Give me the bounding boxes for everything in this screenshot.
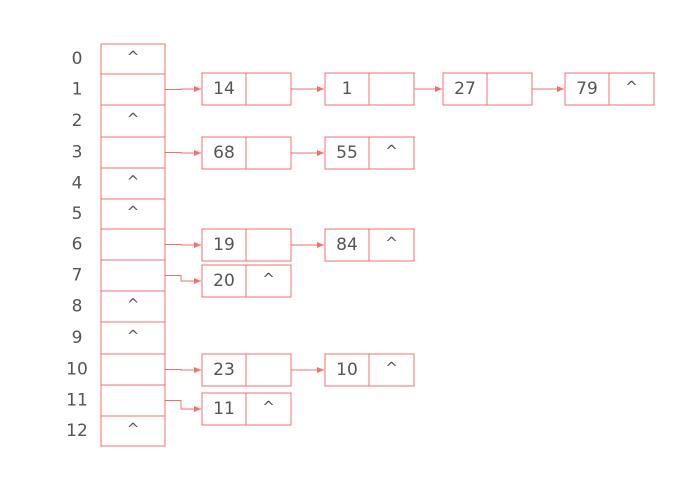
null-pointer-mark: ^ [127,173,140,191]
bucket-index-label: 6 [72,235,83,255]
bucket-pointer-arrow [165,400,201,412]
bucket-index-label: 9 [72,328,83,348]
bucket-cell [100,73,166,106]
null-pointer-mark: ^ [385,142,398,160]
chain-node [201,392,292,426]
bucket-cell [100,104,166,138]
bucket-pointer-arrow [165,150,201,156]
chain-node-value: 1 [342,79,353,99]
chain-node-value: 23 [213,360,235,380]
bucket-cell [100,384,166,417]
null-pointer-mark: ^ [127,420,140,438]
bucket-cell [100,290,166,323]
chain-node-value: 27 [454,79,476,99]
chain-node-value: 19 [213,235,235,255]
bucket-index-label: 7 [72,266,83,286]
chain-node-value: 84 [336,235,358,255]
bucket-index-label: 8 [72,297,83,317]
bucket-index-label: 3 [72,143,83,163]
chain-node-value: 68 [213,143,235,163]
chain-node [564,72,655,106]
bucket-cell [100,228,166,261]
bucket-index-label: 2 [72,111,83,131]
chain-node [442,72,533,106]
null-pointer-mark: ^ [262,398,275,416]
chain-node-value: 11 [213,399,235,419]
chain-node-value: 79 [576,79,598,99]
chain-node [324,353,415,387]
bucket-cell [100,353,166,386]
bucket-index-label: 12 [66,421,88,441]
null-pointer-mark: ^ [127,327,140,345]
bucket-index-label: 1 [72,80,83,100]
bucket-cell [100,259,166,292]
chain-node-value: 14 [213,79,235,99]
null-pointer-mark: ^ [127,203,140,221]
chain-node [324,136,415,170]
bucket-pointer-arrow [165,86,201,92]
null-pointer-mark: ^ [625,78,638,96]
bucket-pointer-arrow [165,367,201,373]
bucket-cell [100,415,166,447]
chain-node [201,228,292,262]
bucket-cell [100,198,166,230]
null-pointer-mark: ^ [385,234,398,252]
bucket-pointer-arrow [165,275,201,284]
chain-node [201,264,292,298]
null-pointer-mark: ^ [262,270,275,288]
null-pointer-mark: ^ [385,359,398,377]
chain-node [324,228,415,262]
bucket-index-label: 5 [72,204,83,224]
bucket-cell [100,43,166,75]
bucket-cell [100,136,166,169]
bucket-index-label: 4 [72,174,83,194]
bucket-cell [100,321,166,355]
chain-node [201,353,292,387]
chain-node-value: 20 [213,271,235,291]
bucket-index-label: 10 [66,360,88,380]
null-pointer-mark: ^ [127,110,140,128]
chain-node-value: 55 [336,143,358,163]
null-pointer-mark: ^ [127,296,140,314]
chain-node-value: 10 [336,360,358,380]
bucket-pointer-arrow [165,242,201,248]
bucket-index-label: 0 [72,49,83,69]
chain-node [324,72,415,106]
bucket-index-label: 11 [66,391,88,411]
null-pointer-mark: ^ [127,48,140,66]
chain-node [201,72,292,106]
